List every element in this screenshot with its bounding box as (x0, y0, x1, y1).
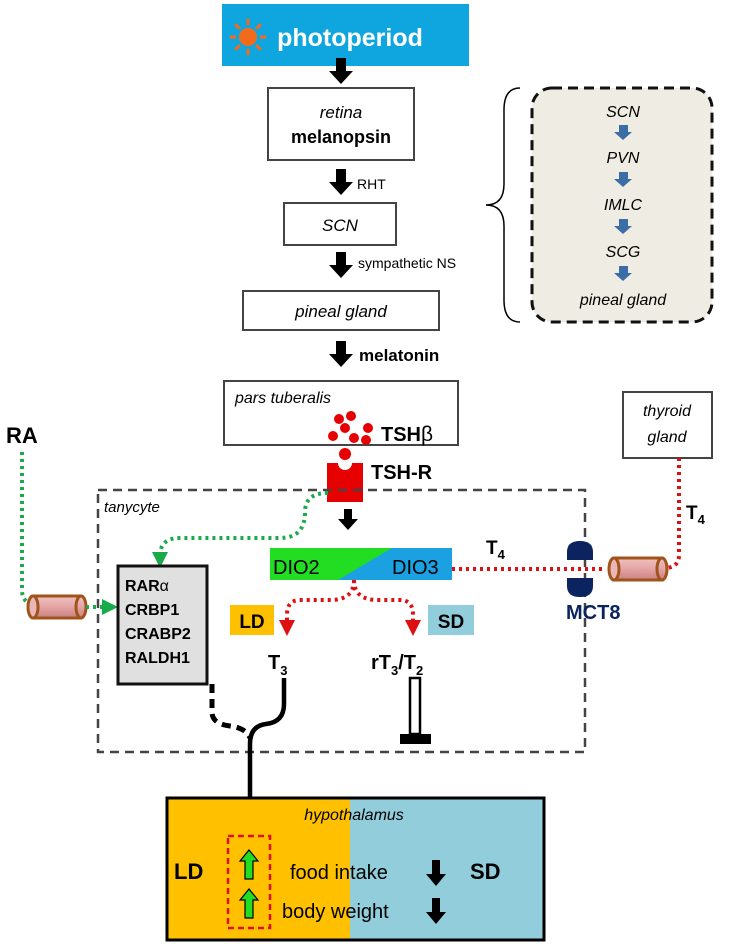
food-intake-down-arrow-sd (426, 860, 446, 886)
body-weight-label: body weight (282, 901, 389, 923)
dio-bar (270, 548, 452, 580)
mct8-label: MCT8 (566, 602, 620, 624)
hypothalamus-sd-label: SD (470, 859, 501, 884)
inset-scg: SCG (606, 244, 641, 261)
inset-arrow-3 (614, 219, 632, 234)
rt3-t2-label: rT3/T2 (371, 652, 423, 678)
tsh-r-label: TSH-R (371, 462, 433, 484)
t4-side-label: T4 (686, 503, 706, 527)
crbp1-label: CRBP1 (125, 602, 179, 619)
retina-label: retina (320, 103, 363, 122)
food-intake-label: food intake (290, 862, 388, 884)
ld-effects-highlight (226, 834, 272, 930)
inset-arrow-2 (614, 172, 632, 187)
ld-badge-label: LD (239, 612, 264, 633)
mct8-icon (567, 541, 593, 597)
pars-tuberalis-label: pars tuberalis (234, 390, 331, 407)
t4-mid-label: T4 (486, 538, 506, 562)
arrow-photoperiod-retina (329, 58, 353, 84)
sympathetic-label: sympathetic NS (358, 255, 456, 271)
scn-label: SCN (322, 216, 359, 235)
tsh-receptor-icon (327, 448, 363, 502)
inset-pvn: PVN (607, 150, 640, 167)
hypothalamus-title: hypothalamus (304, 807, 404, 824)
thyroid-cylinder-icon (607, 556, 669, 582)
tanycyte-region (96, 488, 587, 754)
pineal-label: pineal gland (294, 302, 387, 321)
rar-alpha-label: RARα (125, 578, 169, 595)
t3-label: T3 (268, 652, 287, 678)
hypothalamus-ld-half (167, 798, 350, 940)
raldh1-label: RALDH1 (125, 650, 190, 667)
crabp2-label: CRABP2 (125, 626, 191, 643)
retina-box (267, 87, 415, 161)
photoperiod-label: photoperiod (277, 24, 423, 52)
ra-cylinder-icon (26, 594, 88, 620)
photoperiod-box (222, 4, 469, 66)
inset-scn: SCN (606, 104, 640, 121)
pineal-box (242, 290, 440, 331)
thyroid-line1: thyroid (643, 403, 692, 420)
scn-box (283, 202, 397, 246)
inset-imlc: IMLC (604, 197, 643, 214)
thyroid-line2: gland (647, 429, 687, 446)
sd-badge-label: SD (438, 612, 464, 633)
hypothalamus-box (165, 796, 546, 942)
sd-badge (428, 605, 474, 635)
inset-pineal: pineal gland (579, 292, 667, 309)
ra-dotted-line (20, 452, 37, 606)
food-intake-up-arrow-ld (238, 849, 260, 880)
tsh-beta-dots (328, 411, 373, 445)
thyroid-box (622, 391, 713, 459)
sun-icon (229, 18, 267, 56)
arrow-retina-scn (329, 169, 353, 195)
hypothalamus-ld-label: LD (174, 859, 203, 884)
inset-brace (485, 87, 521, 323)
rht-label: RHT (357, 176, 386, 192)
arrow-tshr-dio (338, 509, 358, 530)
dio3-label: DIO3 (392, 557, 439, 579)
body-weight-up-arrow-ld (238, 888, 260, 919)
melanopsin-label: melanopsin (291, 127, 391, 147)
inset-box (530, 86, 714, 324)
arrow-pineal-pt (329, 341, 353, 367)
ra-label: RA (6, 423, 38, 448)
ld-badge (230, 605, 274, 635)
thyroid-dotted-line (663, 458, 681, 570)
tanycyte-label: tanycyte (104, 499, 160, 516)
body-weight-down-arrow-sd (426, 898, 446, 924)
tsh-beta-label: TSHβ (381, 423, 433, 446)
inset-arrow-4 (614, 266, 632, 281)
dio-t3-dotted-arrow (279, 579, 356, 636)
ra-pathway-box (116, 564, 209, 686)
ra-signal-dashed-line (209, 684, 253, 740)
rt3-inhibition-icon (400, 676, 431, 744)
dio2-label: DIO2 (273, 557, 320, 579)
inset-arrow-1 (614, 125, 632, 140)
melatonin-label: melatonin (359, 346, 439, 365)
dio-rt3-dotted-arrow (352, 579, 421, 636)
hypothalamus-sd-half (350, 798, 544, 940)
pars-tuberalis-box (223, 380, 459, 446)
arrow-scn-pineal (329, 252, 353, 278)
